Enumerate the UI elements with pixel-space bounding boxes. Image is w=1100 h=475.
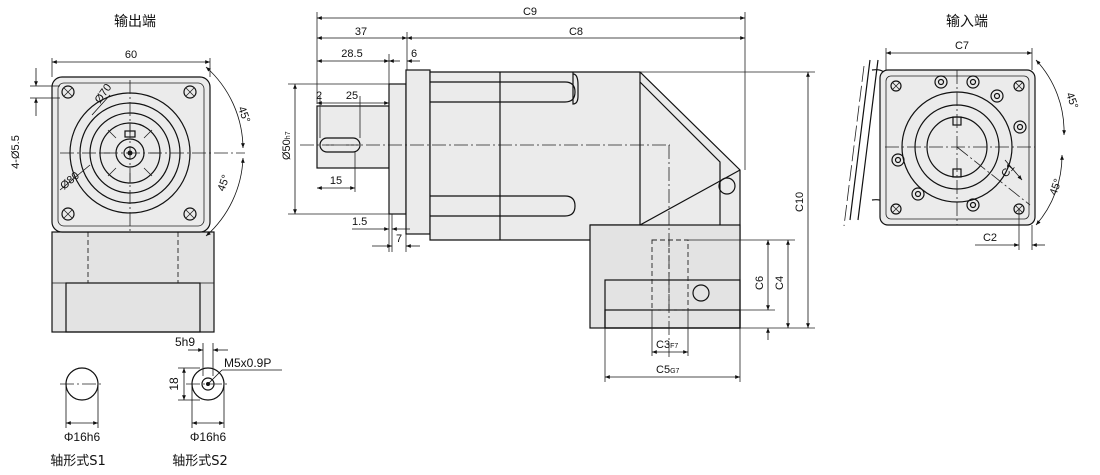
shaft-s1-label: 轴形式S1: [50, 454, 106, 469]
shaft-s2-diameter: Φ16h6: [190, 430, 227, 444]
dim-25-label: 25: [346, 90, 358, 102]
shaft-s1-view: Φ16h6 轴形式S1: [50, 367, 106, 469]
shaft-s1-diameter: Φ16h6: [64, 430, 101, 444]
dim-c7-label: C7: [955, 40, 969, 52]
output-end-title: 输出端: [114, 14, 156, 30]
dim-15-label: 15: [330, 175, 342, 187]
dim-6-label: 6: [411, 48, 417, 60]
dim-28-5-label: 28.5: [341, 48, 362, 60]
angle-45-input-top: 45°: [1063, 91, 1080, 111]
side-hole-bottom: [692, 284, 710, 302]
angle-45-bottom: 45°: [216, 173, 233, 193]
dim-2-label: 2: [316, 90, 322, 102]
side-flange: [405, 69, 431, 235]
dim-50-label: Ø50h7: [281, 131, 293, 160]
dim-c8-label: C8: [569, 26, 583, 38]
dim-c2-label: C2: [983, 232, 997, 244]
dim-c5-tol: G7: [670, 368, 679, 375]
dim-c9-label: C9: [523, 6, 537, 18]
dim-1-5-label: 1.5: [352, 216, 367, 228]
output-bolt-holes: [61, 85, 197, 221]
output-base-block: [65, 282, 201, 333]
input-end-view: 输入端: [843, 14, 1080, 250]
dim-5h9-label: 5h9: [175, 335, 195, 349]
dim-c3-tol: F7: [670, 343, 678, 350]
output-end-view: 输出端: [10, 14, 252, 333]
dim-18-label: 18: [167, 377, 181, 391]
dim-c6-label: C6: [754, 276, 766, 290]
side-lower-housing: [589, 224, 741, 329]
shaft-s2-label: 轴形式S2: [172, 454, 228, 469]
side-pilot: [388, 83, 407, 215]
dim-c3-value: C3: [656, 339, 670, 351]
dim-37-label: 37: [355, 26, 367, 38]
angle-45-input-bottom: 45°: [1048, 177, 1065, 197]
dim-50-tol: h7: [285, 131, 292, 139]
output-housing-lower: [51, 231, 215, 333]
dim-c5-label: C5G7: [656, 364, 680, 376]
dim-60-label: 60: [125, 49, 137, 61]
shaft-s2-view: 5h9 M5x0.9P 18 Φ16h6 轴形式S2: [167, 335, 282, 469]
side-output-shaft: [316, 105, 390, 169]
side-hole-top: [718, 177, 736, 195]
side-view: C9 37 C8 28.5 6 2 25 Ø50h7 15 1.5: [281, 6, 815, 382]
input-mount-holes: [891, 75, 1027, 212]
dim-c4-label: C4: [774, 276, 786, 290]
angle-45-top: 45°: [235, 105, 252, 125]
side-main-body: [429, 71, 741, 241]
input-end-title: 输入端: [946, 14, 988, 30]
dim-c10-label: C10: [794, 192, 806, 212]
dim-m5-label: M5x0.9P: [224, 356, 271, 370]
dim-c3-label: C3F7: [656, 339, 678, 351]
dim-50-value: Ø50: [281, 139, 293, 160]
dim-4-55-label: 4-Ø5.5: [10, 135, 22, 169]
dim-c5-value: C5: [656, 364, 670, 376]
dim-7-label: 7: [396, 233, 402, 245]
input-break-line: [849, 59, 871, 221]
